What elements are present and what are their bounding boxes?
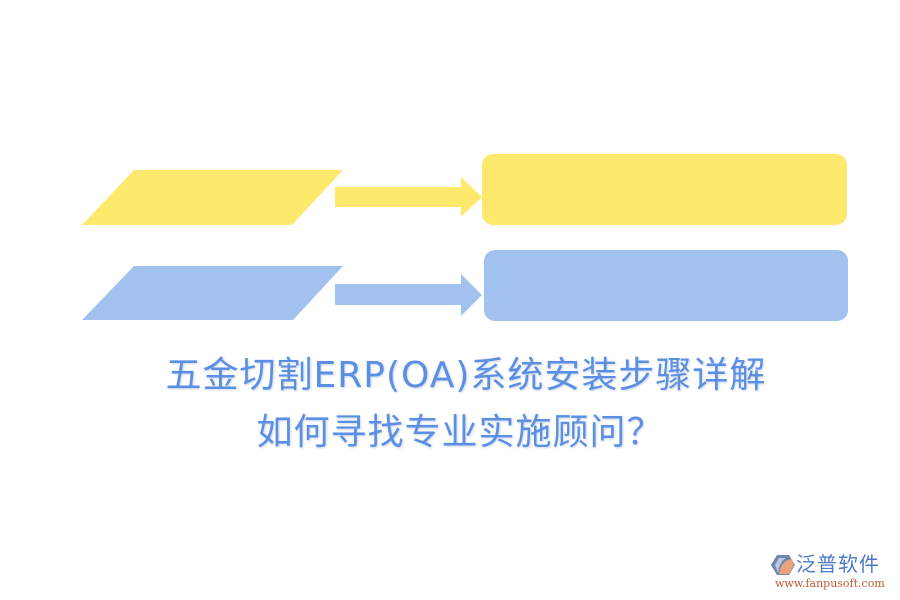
blue-parallelogram: [82, 266, 343, 320]
brand-logo: 泛普软件 www.fanpusoft.com: [768, 550, 893, 595]
brand-url: www.fanpusoft.com: [775, 577, 885, 590]
fanpu-logo-icon: [771, 555, 795, 575]
title-line-1: 五金切割ERP(OA)系统安装步骤详解: [165, 355, 767, 396]
yellow-arrow-right-icon: [335, 177, 482, 217]
brand-name: 泛普软件: [796, 552, 880, 576]
yellow-result-box: [482, 154, 847, 225]
title-line-2: 如何寻找专业实施顾问？: [256, 412, 664, 453]
blue-arrow-right-icon: [335, 274, 482, 316]
blue-result-box: [484, 250, 848, 321]
yellow-parallelogram: [82, 170, 343, 225]
